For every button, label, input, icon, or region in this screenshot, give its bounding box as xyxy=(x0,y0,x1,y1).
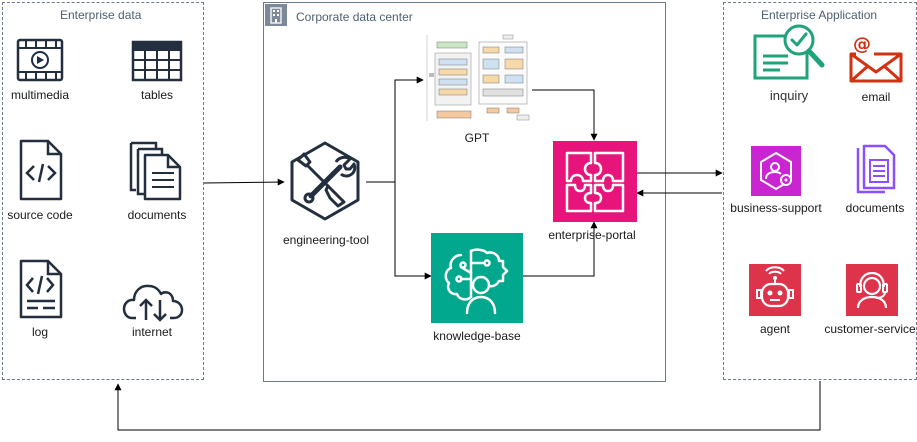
source-code-icon xyxy=(19,139,63,201)
business-support-label: business-support xyxy=(730,201,822,215)
gpt-label: GPT xyxy=(464,131,490,145)
documents-label-left: documents xyxy=(127,208,187,222)
knowledge-base-label: knowledge-base xyxy=(433,329,521,343)
inquiry-icon xyxy=(753,24,825,80)
inquiry-label: inquiry xyxy=(769,88,809,103)
enterprise-portal-icon xyxy=(553,141,637,222)
agent-robot-icon xyxy=(749,264,801,316)
tables-icon xyxy=(131,40,183,82)
building-icon xyxy=(265,4,287,26)
engineering-tool-icon xyxy=(290,141,360,221)
email-icon: @ xyxy=(849,34,903,83)
tables-label: tables xyxy=(140,88,174,102)
customer-service-label: customer-service xyxy=(824,322,916,336)
source-code-label: source code xyxy=(7,208,73,222)
multimedia-icon xyxy=(16,38,64,82)
edge-app-back-to-data xyxy=(114,381,821,431)
svg-text:@: @ xyxy=(853,34,871,55)
internet-cloud-icon xyxy=(122,284,184,322)
knowledge-base-icon xyxy=(431,233,523,323)
customer-service-icon xyxy=(846,264,898,316)
gpt-architecture-thumbnail xyxy=(426,34,530,121)
business-support-icon xyxy=(751,146,801,196)
enterprise-application-title: Enterprise Application xyxy=(761,8,878,22)
email-label: email xyxy=(861,90,891,104)
multimedia-label: multimedia xyxy=(10,88,70,102)
log-icon xyxy=(19,259,63,319)
internet-label: internet xyxy=(131,325,173,339)
engineering-tool-label: engineering-tool xyxy=(282,233,370,247)
documents-label-right: documents xyxy=(845,201,905,215)
corporate-data-center-title: Corporate data center xyxy=(296,10,413,24)
enterprise-portal-label: enterprise-portal xyxy=(548,228,636,242)
documents-icon xyxy=(129,141,182,201)
documents-icon xyxy=(856,144,896,194)
enterprise-data-title: Enterprise data xyxy=(60,8,142,22)
log-label: log xyxy=(31,325,49,339)
agent-label: agent xyxy=(759,322,791,336)
